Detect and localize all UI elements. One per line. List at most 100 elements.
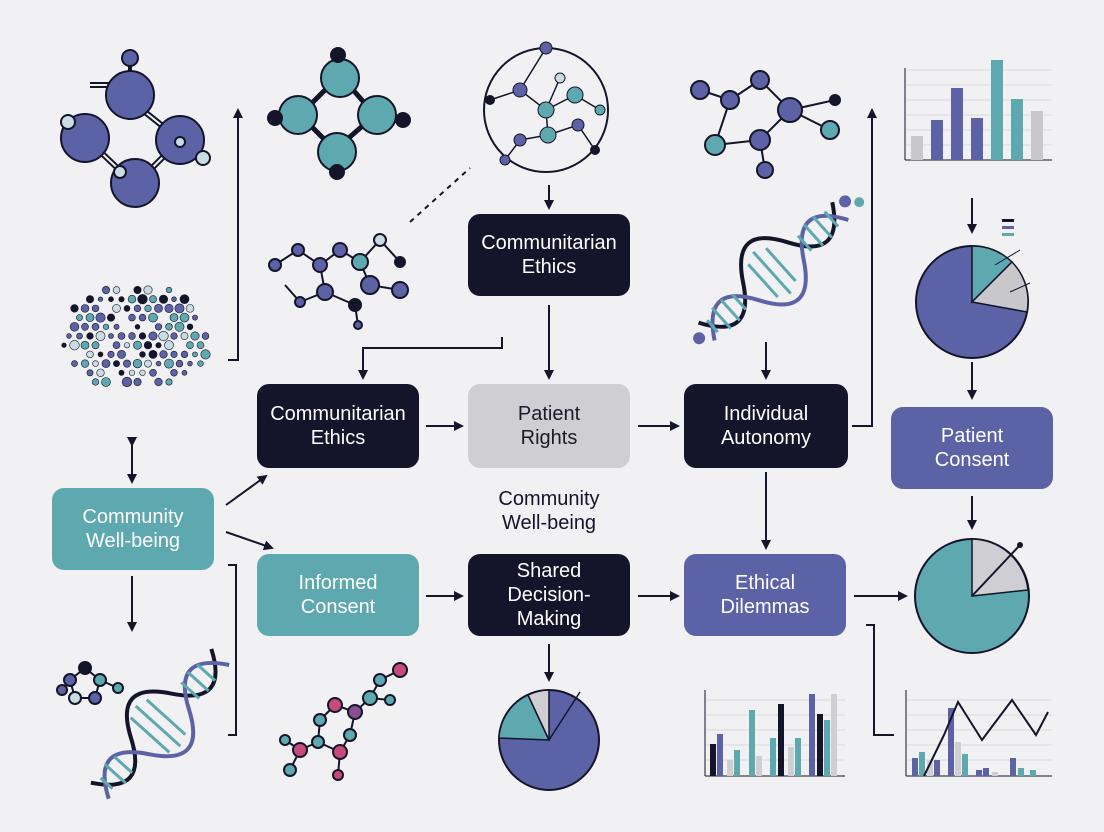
cluster-dot bbox=[181, 369, 188, 376]
cluster-dot bbox=[107, 350, 115, 358]
patient-consent-node[interactable]: Patient Consent bbox=[891, 407, 1053, 489]
communitarian-ethics-node[interactable]: Communitarian Ethics bbox=[257, 384, 419, 468]
cluster-dot bbox=[86, 369, 94, 377]
cluster-dot bbox=[149, 368, 157, 377]
node-label: Rights bbox=[520, 427, 578, 449]
bar-chart-icon bbox=[904, 60, 1052, 161]
arrow-wellbeing-to-communitarian bbox=[225, 474, 268, 506]
cluster-dot bbox=[144, 304, 152, 313]
cluster-dot bbox=[117, 332, 126, 340]
cluster-dot bbox=[159, 294, 169, 304]
cluster-dot bbox=[97, 351, 104, 358]
cluster-dot bbox=[133, 285, 142, 294]
cluster-dot bbox=[165, 323, 173, 331]
cluster-dot bbox=[185, 304, 195, 313]
molecule-chain-icon bbox=[279, 662, 408, 781]
community-wellbeing-label: Community Well-being bbox=[498, 488, 600, 534]
cluster-dot bbox=[159, 350, 168, 359]
cluster-dot bbox=[164, 303, 174, 313]
cluster-dot bbox=[148, 349, 158, 359]
cluster-dot bbox=[86, 350, 94, 359]
cluster-dot bbox=[164, 340, 174, 351]
cluster-dot bbox=[76, 314, 83, 321]
molecule-icon bbox=[267, 47, 411, 180]
cluster-dot bbox=[132, 359, 143, 369]
cluster-dot bbox=[180, 350, 189, 359]
node-label: Decision- bbox=[507, 584, 591, 606]
cluster-dot bbox=[71, 360, 78, 367]
arrow-wellbeing-to-informed bbox=[225, 531, 274, 551]
cluster-dot bbox=[201, 332, 210, 340]
cluster-dot bbox=[101, 359, 111, 368]
node-label: Communitarian bbox=[481, 232, 617, 254]
node-label: Patient bbox=[517, 403, 581, 425]
cluster-dot bbox=[91, 378, 100, 386]
elbow-communitarian-to-communitarian-mid bbox=[358, 337, 503, 380]
node-label: Community bbox=[82, 506, 184, 528]
cluster-dot bbox=[192, 351, 198, 358]
cluster-dot bbox=[124, 342, 131, 349]
cluster-dot bbox=[102, 323, 110, 330]
informed-consent-node[interactable]: Informed Consent bbox=[257, 554, 419, 636]
cluster-dot bbox=[91, 304, 100, 313]
node-label: Individual bbox=[723, 403, 809, 425]
bracket-left-bottom bbox=[228, 564, 237, 736]
node-label: Communitarian bbox=[270, 403, 406, 425]
cluster-dot bbox=[81, 322, 89, 331]
cluster-dot bbox=[180, 332, 189, 340]
cluster-dot bbox=[102, 285, 111, 294]
cluster-dot bbox=[139, 351, 146, 358]
node-label: Well-being bbox=[85, 530, 181, 552]
cluster-dot bbox=[80, 359, 90, 368]
dashed-link bbox=[409, 167, 471, 223]
cluster-dot bbox=[174, 303, 185, 314]
cluster-dot bbox=[148, 312, 158, 323]
cluster-dot bbox=[70, 304, 79, 313]
molecule-icon bbox=[56, 661, 124, 705]
cluster-dot bbox=[175, 359, 184, 368]
cluster-dot bbox=[170, 332, 178, 340]
shared-decision-making-node[interactable]: Shared Decision- Making bbox=[468, 554, 630, 636]
node-label: Ethics bbox=[310, 427, 366, 449]
cluster-dot bbox=[139, 369, 146, 376]
cluster-dot bbox=[91, 341, 100, 350]
ethical-dilemmas-node[interactable]: Ethical Dilemmas bbox=[684, 554, 846, 636]
cluster-dot bbox=[200, 349, 211, 360]
cluster-dot bbox=[155, 360, 162, 367]
line-bar-chart-icon bbox=[905, 690, 1052, 777]
cluster-dot bbox=[196, 341, 205, 350]
node-label: Consent bbox=[300, 596, 376, 618]
communitarian-ethics-node-top[interactable]: Communitarian Ethics bbox=[468, 214, 630, 296]
node-label: Shared bbox=[516, 560, 582, 582]
cluster-dot bbox=[148, 331, 158, 341]
node-label: Autonomy bbox=[720, 427, 812, 449]
cluster-dot bbox=[187, 360, 193, 367]
cluster-dot bbox=[165, 378, 173, 386]
cluster-dot bbox=[91, 322, 100, 331]
cluster-dot bbox=[192, 314, 198, 321]
cluster-dot bbox=[80, 340, 90, 350]
cluster-dot bbox=[101, 377, 111, 387]
molecule-icon bbox=[690, 70, 841, 179]
cluster-dot bbox=[92, 360, 99, 367]
cluster-dot bbox=[97, 296, 104, 302]
community-wellbeing-node[interactable]: Community Well-being bbox=[52, 488, 214, 570]
individual-autonomy-node[interactable]: Individual Autonomy bbox=[684, 384, 848, 468]
node-label: Ethical bbox=[734, 572, 796, 594]
cluster-dot bbox=[165, 286, 173, 294]
elbow-autonomy-up bbox=[852, 108, 877, 427]
patient-rights-node[interactable]: Patient Rights bbox=[468, 384, 630, 468]
cluster-dot bbox=[127, 295, 137, 304]
cluster-dot bbox=[143, 285, 153, 295]
cluster-dot bbox=[112, 341, 121, 350]
cluster-dot bbox=[155, 342, 162, 349]
cluster-dot bbox=[133, 340, 142, 350]
node-label: Informed bbox=[298, 572, 378, 594]
cluster-dot bbox=[179, 294, 190, 305]
cluster-dot bbox=[128, 332, 136, 340]
pie-chart-icon bbox=[914, 538, 1030, 654]
cluster-dot bbox=[118, 369, 125, 376]
cluster-dot bbox=[128, 369, 136, 376]
cluster-dot bbox=[138, 313, 147, 322]
